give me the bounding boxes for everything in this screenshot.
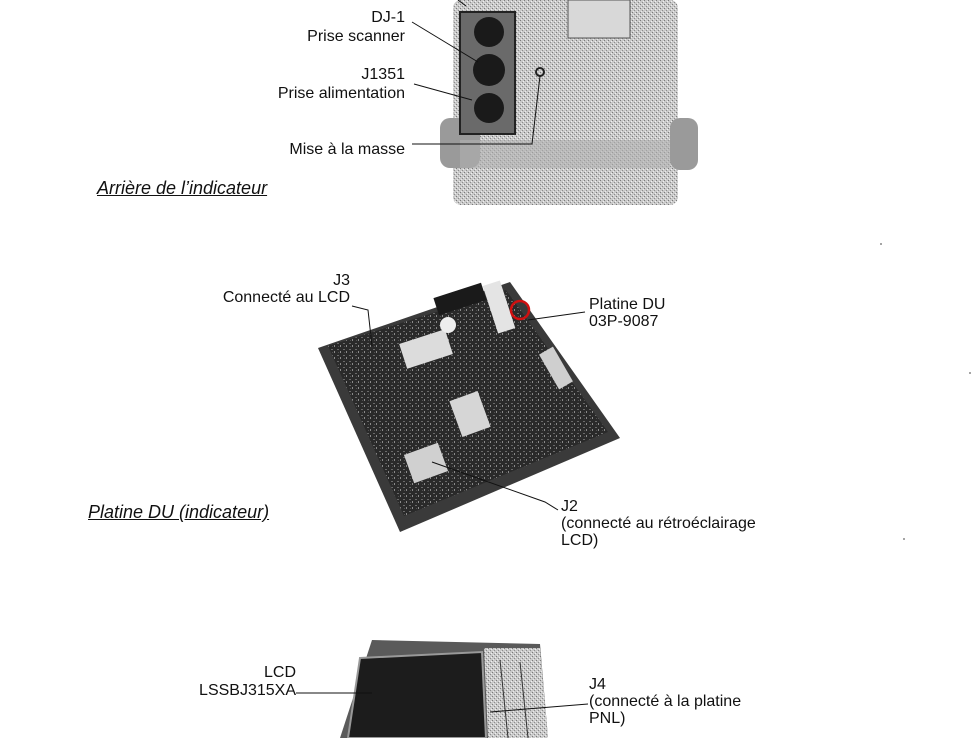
rear-caption: Arrière de l’indicateur [97,178,268,198]
ground-label: Mise à la masse [289,141,405,158]
j3-code-label: J3 [333,272,350,289]
j2-desc-line1: (connecté au rétroéclairage [561,515,756,532]
board-caption: Platine DU (indicateur) [88,502,270,522]
dj1-desc-label: Prise scanner [307,28,405,45]
board-name-label: Platine DU [589,296,666,313]
j3-desc-label: Connecté au LCD [222,289,350,306]
j1351-code-label: J1351 [361,66,405,83]
rear-leader-lines [411,0,541,145]
j1351-desc-label: Prise alimentation [277,85,405,102]
du-board-photo [318,280,620,532]
lcd-leader-lines [296,692,589,713]
scan-speck [903,538,905,540]
indicator-rear-photo [440,0,698,205]
dj1-code-label: DJ-1 [371,9,405,26]
j4-desc-line2: PNL) [589,710,626,727]
board-leader-lines [351,305,586,511]
board-code-label: 03P-9087 [589,313,659,330]
lcd-name-label: LCD [263,664,296,681]
j4-code-label: J4 [589,676,606,693]
lcd-panel-photo [340,640,548,738]
lcd-code-label: LSSBJ315XA [199,682,296,699]
j4-desc-line1: (connecté à la platine [589,693,742,710]
j2-code-label: J2 [561,498,578,515]
scan-speck [880,243,882,245]
j2-desc-line2: LCD) [561,532,599,549]
scan-speck [969,372,971,374]
